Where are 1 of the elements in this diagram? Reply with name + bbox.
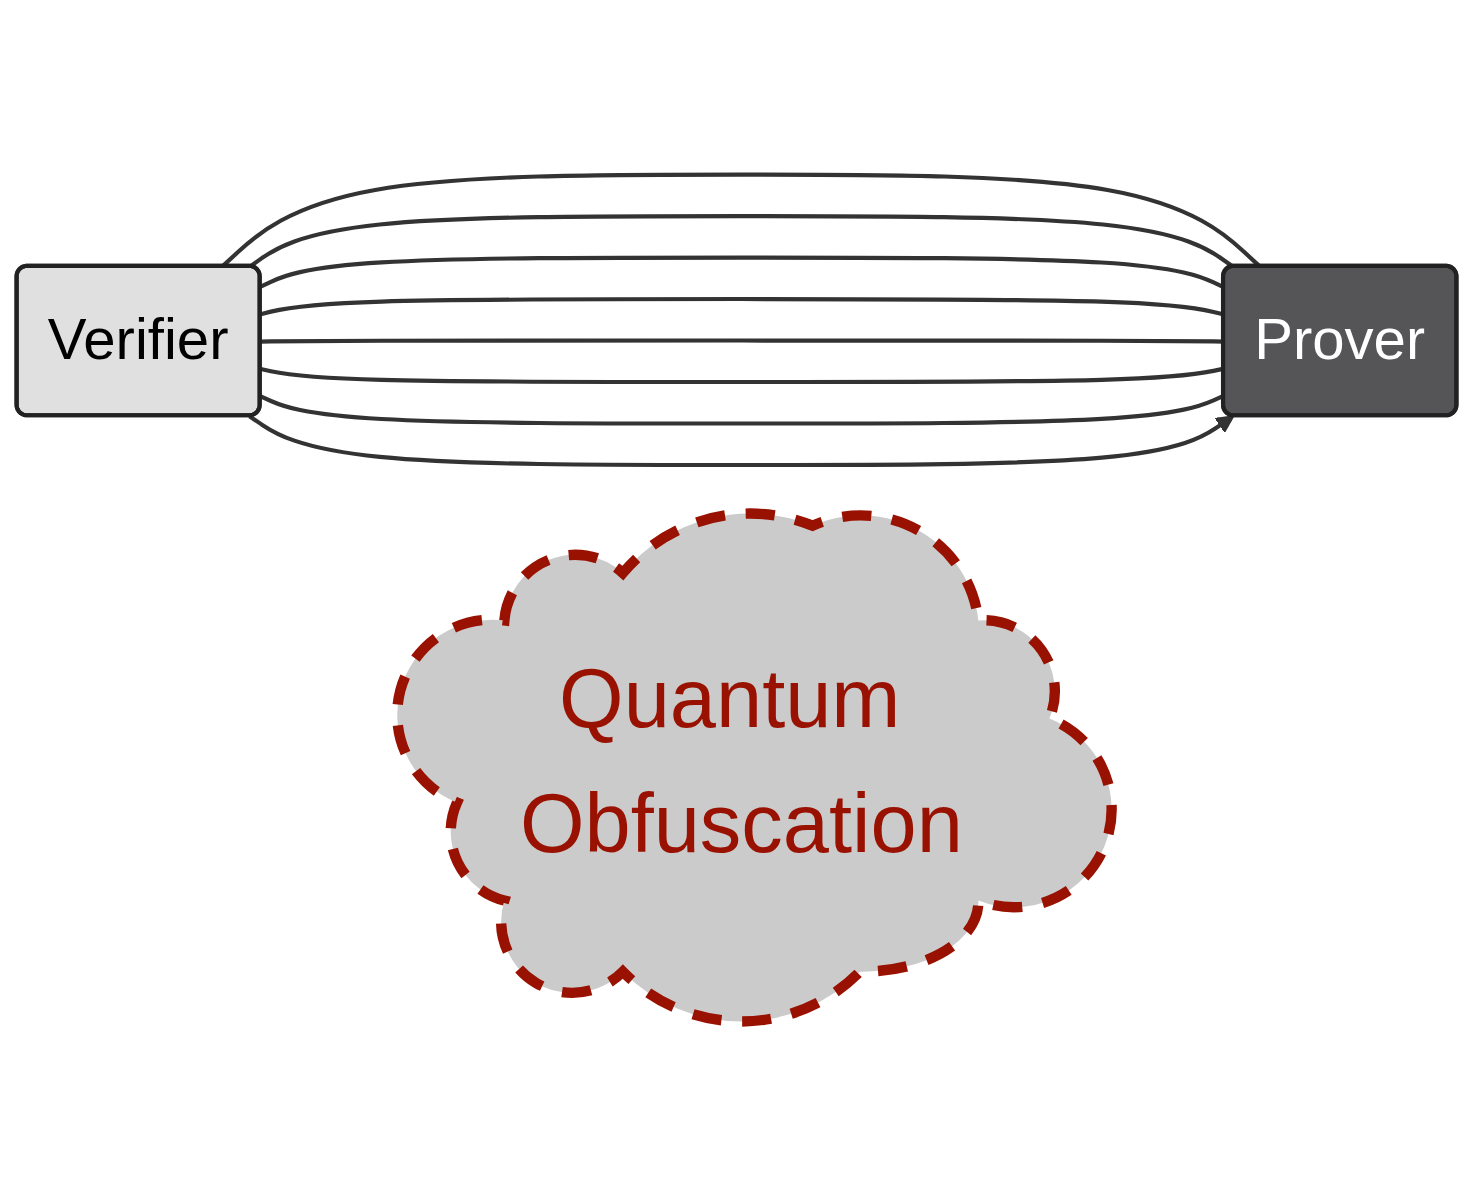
arrow (248, 414, 1235, 468)
